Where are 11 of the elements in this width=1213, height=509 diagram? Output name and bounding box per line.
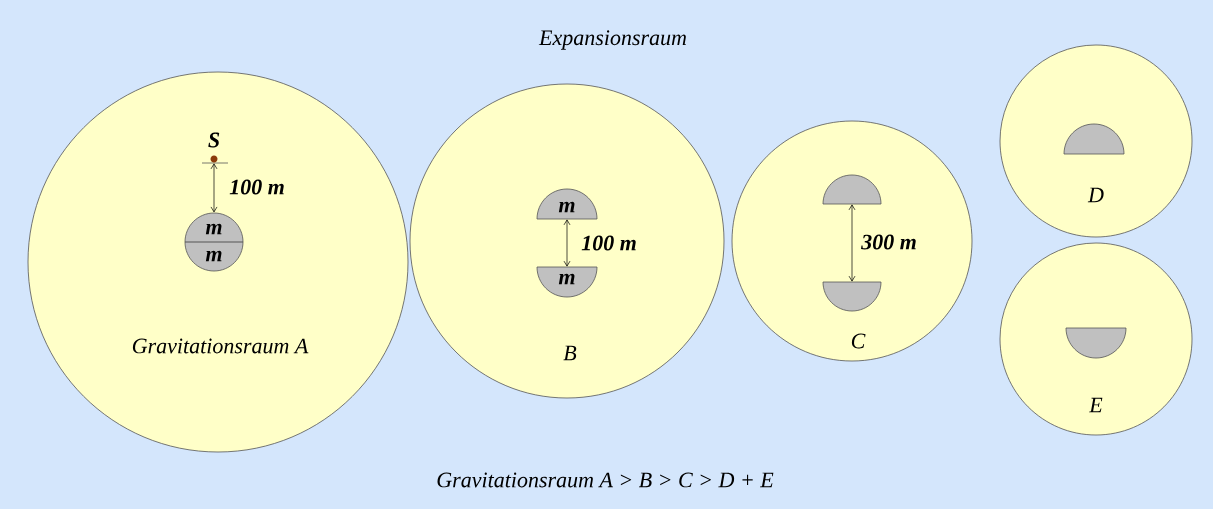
region-label: Expansionsraum xyxy=(538,30,686,50)
double-arrow xyxy=(210,163,218,213)
caption-text: Gravitationsraum A > B > C > D + E xyxy=(437,472,774,488)
double-arrow xyxy=(563,219,571,267)
point-mass: S xyxy=(201,132,229,164)
distance-label: 300 m xyxy=(861,234,916,250)
node-label: S xyxy=(208,132,220,148)
mass-sphere: m m xyxy=(184,212,244,272)
double-arrow xyxy=(848,204,856,282)
distance-label: 100 m xyxy=(581,235,636,251)
distance-label: 100 m xyxy=(229,179,284,195)
